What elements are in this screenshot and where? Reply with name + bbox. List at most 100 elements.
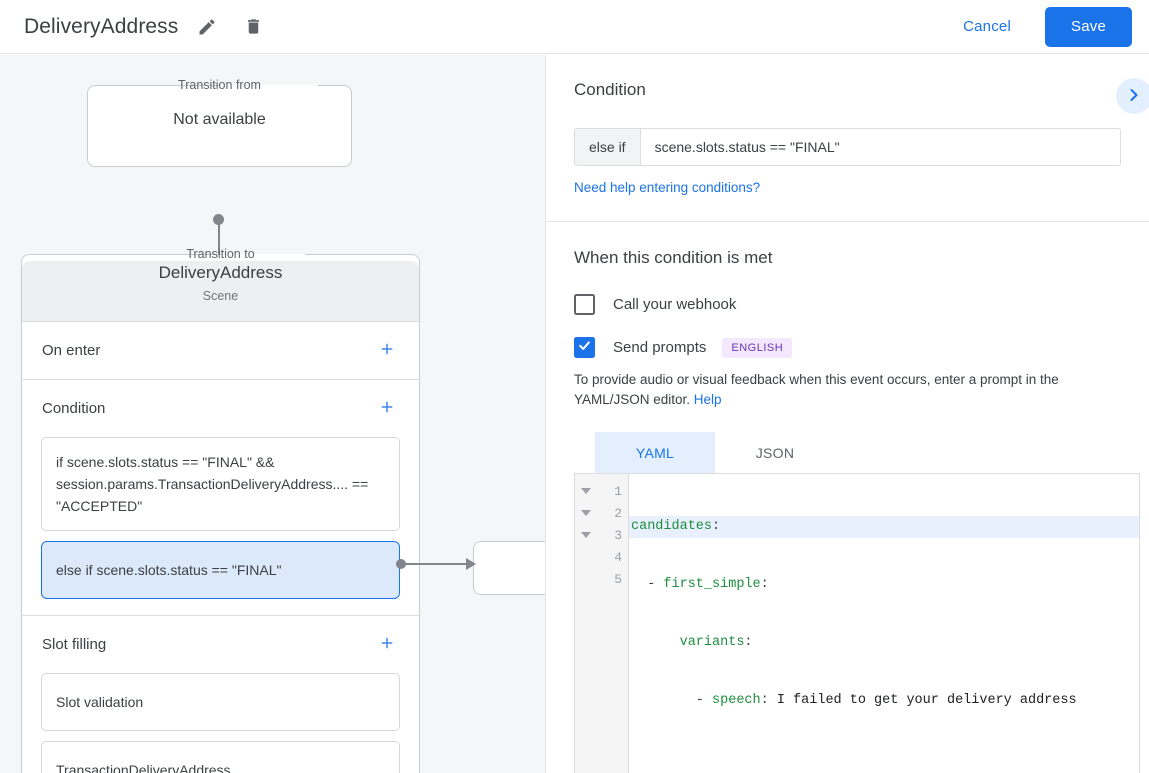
header-actions: Cancel Save	[949, 6, 1132, 47]
code-line: - first_simple:	[629, 574, 1139, 596]
code-punct: :	[744, 635, 753, 650]
gutter-row: 5	[575, 568, 628, 590]
code-indent: -	[631, 577, 664, 592]
code-line: candidates:	[629, 516, 1139, 538]
when-condition-met-section: When this condition is met Call your web…	[546, 222, 1149, 474]
section-condition-body: if scene.slots.status == "FINAL" && sess…	[22, 437, 419, 615]
section-slot-filling-body: Slot validation TransactionDeliveryAddre…	[22, 673, 419, 773]
line-number: 2	[614, 505, 622, 521]
condition-expression-input[interactable]	[640, 129, 1120, 165]
add-slot-filling-button[interactable]	[375, 633, 399, 657]
transition-from-value: Not available	[173, 111, 266, 128]
code-key: candidates	[631, 519, 713, 534]
line-number: 3	[614, 527, 622, 543]
connector-line	[218, 218, 220, 274]
fold-caret-icon[interactable]	[581, 510, 591, 516]
section-condition-title: Condition	[42, 400, 106, 417]
transition-to-header: DeliveryAddress Scene	[22, 261, 419, 322]
code-editor[interactable]: 1 2 3 4 5 candidates: - first_simple: va…	[574, 473, 1140, 773]
page-title: DeliveryAddress	[24, 14, 179, 38]
edge-source-dot	[396, 559, 406, 569]
code-key: variants	[679, 635, 745, 650]
transition-to-subtitle: Scene	[202, 289, 239, 303]
slot-filling-item[interactable]: Slot validation	[41, 673, 400, 731]
condition-operator[interactable]: else if	[575, 129, 641, 165]
target-node-stub[interactable]	[473, 541, 545, 595]
line-number: 4	[614, 549, 622, 565]
webhook-row: Call your webhook	[574, 294, 1121, 315]
tab-json[interactable]: JSON	[715, 432, 835, 474]
delete-button[interactable]	[236, 10, 270, 44]
trash-icon	[244, 17, 263, 36]
code-key: first_simple	[663, 577, 761, 592]
plus-icon	[378, 398, 396, 419]
add-condition-button[interactable]	[375, 397, 399, 421]
gutter-row: 2	[575, 502, 628, 524]
code-line: - speech: I failed to get your delivery …	[629, 690, 1139, 712]
language-badge: ENGLISH	[722, 337, 793, 358]
transition-to-node[interactable]: Transition to DeliveryAddress Scene On e…	[21, 247, 420, 773]
editor-gutter: 1 2 3 4 5	[575, 474, 629, 773]
transition-to-legend: Transition to	[186, 247, 255, 261]
send-prompts-row: Send prompts ENGLISH	[574, 337, 1121, 358]
send-prompts-checkbox[interactable]	[574, 337, 595, 358]
code-punct: :	[760, 577, 769, 592]
condition-input-row: else if	[574, 128, 1121, 166]
line-number: 1	[614, 483, 622, 499]
code-punct: :	[712, 519, 721, 534]
code-indent	[631, 635, 680, 650]
prompt-hint-text: To provide audio or visual feedback when…	[574, 372, 1059, 407]
section-condition: Condition if scene.slots.status == "FINA…	[22, 380, 419, 616]
condition-item[interactable]: if scene.slots.status == "FINAL" && sess…	[41, 437, 400, 531]
call-webhook-checkbox[interactable]	[574, 294, 595, 315]
gutter-row: 1	[575, 480, 628, 502]
plus-icon	[378, 634, 396, 655]
tab-yaml[interactable]: YAML	[595, 432, 715, 474]
details-panel: Condition else if Need help entering con…	[545, 55, 1149, 773]
expand-panel-button[interactable]	[1116, 78, 1149, 114]
gutter-row: 4	[575, 546, 628, 568]
code-indent: -	[631, 693, 713, 708]
code-punct: :	[760, 693, 769, 708]
transition-to-name: DeliveryAddress	[158, 263, 283, 282]
pencil-icon	[197, 17, 217, 37]
section-slot-filling: Slot filling Slot validation Transaction…	[22, 616, 419, 773]
condition-section: Condition else if Need help entering con…	[546, 55, 1149, 222]
cancel-button[interactable]: Cancel	[949, 9, 1025, 44]
gutter-row: 3	[575, 524, 628, 546]
transition-from-node[interactable]: Transition from Not available	[87, 78, 352, 167]
condition-help-link[interactable]: Need help entering conditions?	[574, 180, 761, 195]
send-prompts-label: Send prompts	[613, 339, 707, 356]
prompt-hint: To provide audio or visual feedback when…	[574, 370, 1121, 410]
code-line: variants:	[629, 632, 1139, 654]
code-line	[629, 748, 1139, 770]
fold-caret-icon[interactable]	[581, 532, 591, 538]
edit-name-button[interactable]	[190, 10, 224, 44]
slot-filling-item[interactable]: TransactionDeliveryAddress	[41, 741, 400, 773]
code-value: I failed to get your delivery address	[768, 693, 1077, 708]
plus-icon	[378, 340, 396, 361]
graph-canvas: Transition from Not available Transition…	[0, 55, 545, 773]
add-on-enter-button[interactable]	[375, 339, 399, 363]
editor-code[interactable]: candidates: - first_simple: variants: - …	[629, 474, 1139, 773]
fold-caret-icon[interactable]	[581, 488, 591, 494]
condition-heading: Condition	[574, 80, 646, 99]
transition-from-legend: Transition from	[178, 78, 261, 92]
section-condition-head: Condition	[22, 380, 419, 437]
line-number: 5	[614, 571, 622, 587]
section-on-enter: On enter	[22, 322, 419, 380]
condition-item-selected[interactable]: else if scene.slots.status == "FINAL"	[41, 541, 400, 599]
editor-tabs: YAML JSON	[574, 432, 1121, 474]
edge-line	[405, 563, 470, 565]
call-webhook-label: Call your webhook	[613, 296, 737, 313]
section-slot-filling-head: Slot filling	[22, 616, 419, 673]
checkmark-icon	[577, 338, 592, 358]
when-met-heading: When this condition is met	[574, 248, 773, 267]
prompt-help-link[interactable]: Help	[693, 392, 722, 407]
edge-arrow-icon	[466, 558, 476, 570]
section-slot-filling-title: Slot filling	[42, 636, 107, 653]
save-button[interactable]: Save	[1045, 6, 1132, 47]
section-on-enter-title: On enter	[42, 342, 101, 359]
app-header: DeliveryAddress Cancel Save	[0, 0, 1149, 54]
code-key: speech	[712, 693, 761, 708]
